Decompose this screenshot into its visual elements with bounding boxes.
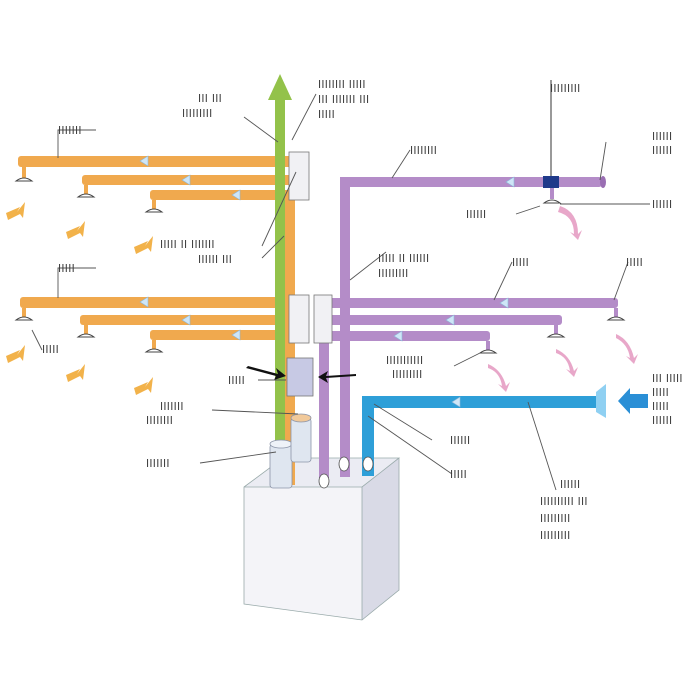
center-box-label: IIIII xyxy=(228,375,245,387)
blue-intake-duct xyxy=(362,384,648,476)
orange-lower-item-label: IIIII xyxy=(42,344,59,356)
extract-air-icon xyxy=(488,364,510,392)
green-connector xyxy=(269,443,293,489)
violet-mid-c-label: IIIII xyxy=(626,257,643,269)
diffuser-1 xyxy=(14,177,34,182)
flow-arrow-icon xyxy=(231,329,241,341)
warm-air-icon xyxy=(134,236,153,254)
duct-end-cap xyxy=(600,176,606,188)
unit-left-label: IIIIIII xyxy=(146,458,170,470)
damper-icon xyxy=(543,176,559,188)
orange-connector xyxy=(290,417,312,463)
violet-top-right-label-1: IIIIIIIII xyxy=(550,83,581,95)
flow-arrow-icon xyxy=(181,314,191,326)
flow-arrow-icon xyxy=(231,189,241,201)
flow-arrow-icon xyxy=(139,296,149,308)
flow-arrow-icon xyxy=(393,330,403,342)
black-arrow-icon xyxy=(318,371,356,383)
diffuser-3 xyxy=(144,208,164,213)
blue-b-label: IIIII xyxy=(450,469,467,481)
filter-box xyxy=(286,357,314,397)
violet-top-label: IIIIIIII xyxy=(410,145,437,157)
violet-duct-4 xyxy=(322,331,490,341)
unit-connections xyxy=(269,413,374,489)
green-riser xyxy=(275,98,285,478)
intake-grille xyxy=(596,384,606,418)
flow-arrow-icon xyxy=(139,155,149,167)
blue-duct-horizontal xyxy=(362,396,600,408)
warm-air-icon xyxy=(66,364,85,382)
blue-duct-vertical xyxy=(362,396,374,476)
violet-top-left-item-label: IIIIII xyxy=(466,209,486,221)
green-exhaust xyxy=(268,74,292,478)
flow-arrow-icon xyxy=(505,176,515,188)
orange-lower-label: IIIII xyxy=(58,263,75,275)
blue-connector xyxy=(362,456,374,472)
supply-manifold-lower xyxy=(288,294,310,344)
fresh-air-arrow-icon xyxy=(618,388,648,414)
orange-duct-4 xyxy=(20,297,300,308)
extract-air-icon xyxy=(556,349,578,377)
flow-arrow-icon xyxy=(181,174,191,186)
orange-duct-1 xyxy=(18,156,300,167)
violet-riser-1 xyxy=(340,177,350,477)
arrows-into-filter xyxy=(246,366,356,383)
violet-extract-ducts xyxy=(319,80,626,478)
extract-air-arrows xyxy=(488,206,638,392)
orange-upper-label: IIIIIII xyxy=(58,125,82,137)
exhaust-arrow-icon xyxy=(268,74,292,100)
blue-a-label: IIIIII xyxy=(450,435,470,447)
violet-connector xyxy=(338,456,350,472)
flow-arrow-icon xyxy=(451,396,461,408)
violet-top-right-label-3: IIIIII xyxy=(652,199,672,211)
orange-supply-ducts xyxy=(14,155,300,485)
unit-side-face xyxy=(362,458,399,620)
warm-air-icon xyxy=(6,202,25,220)
violet-duct-2 xyxy=(322,298,618,308)
unit-front-face xyxy=(244,487,362,620)
warm-air-icons xyxy=(6,202,153,395)
warm-air-icon xyxy=(66,221,85,239)
orange-duct-6 xyxy=(150,330,296,340)
violet-mid-b-label: IIIII xyxy=(512,257,529,269)
extract-grille xyxy=(478,349,498,354)
diffuser-4 xyxy=(14,316,34,321)
flow-arrow-icon xyxy=(499,297,509,309)
extract-grille xyxy=(606,316,626,321)
supply-manifold-upper xyxy=(288,151,310,201)
diffuser-6 xyxy=(144,348,164,353)
flow-arrow-icon xyxy=(445,314,455,326)
violet-riser-2 xyxy=(319,298,329,478)
diffuser-2 xyxy=(76,193,96,198)
diffuser-5 xyxy=(76,333,96,338)
violet-duct-3 xyxy=(322,315,562,325)
warm-air-icon xyxy=(6,345,25,363)
extract-grille xyxy=(546,333,566,338)
black-arrow-icon xyxy=(246,366,286,380)
extract-air-icon xyxy=(616,334,638,364)
extract-manifold xyxy=(313,294,333,344)
violet-duct-top xyxy=(340,177,602,187)
extract-air-icon xyxy=(558,206,582,240)
extract-grille xyxy=(542,199,562,204)
warm-air-icon xyxy=(134,377,153,395)
orange-duct-3 xyxy=(150,190,296,200)
violet-connector xyxy=(318,473,330,489)
